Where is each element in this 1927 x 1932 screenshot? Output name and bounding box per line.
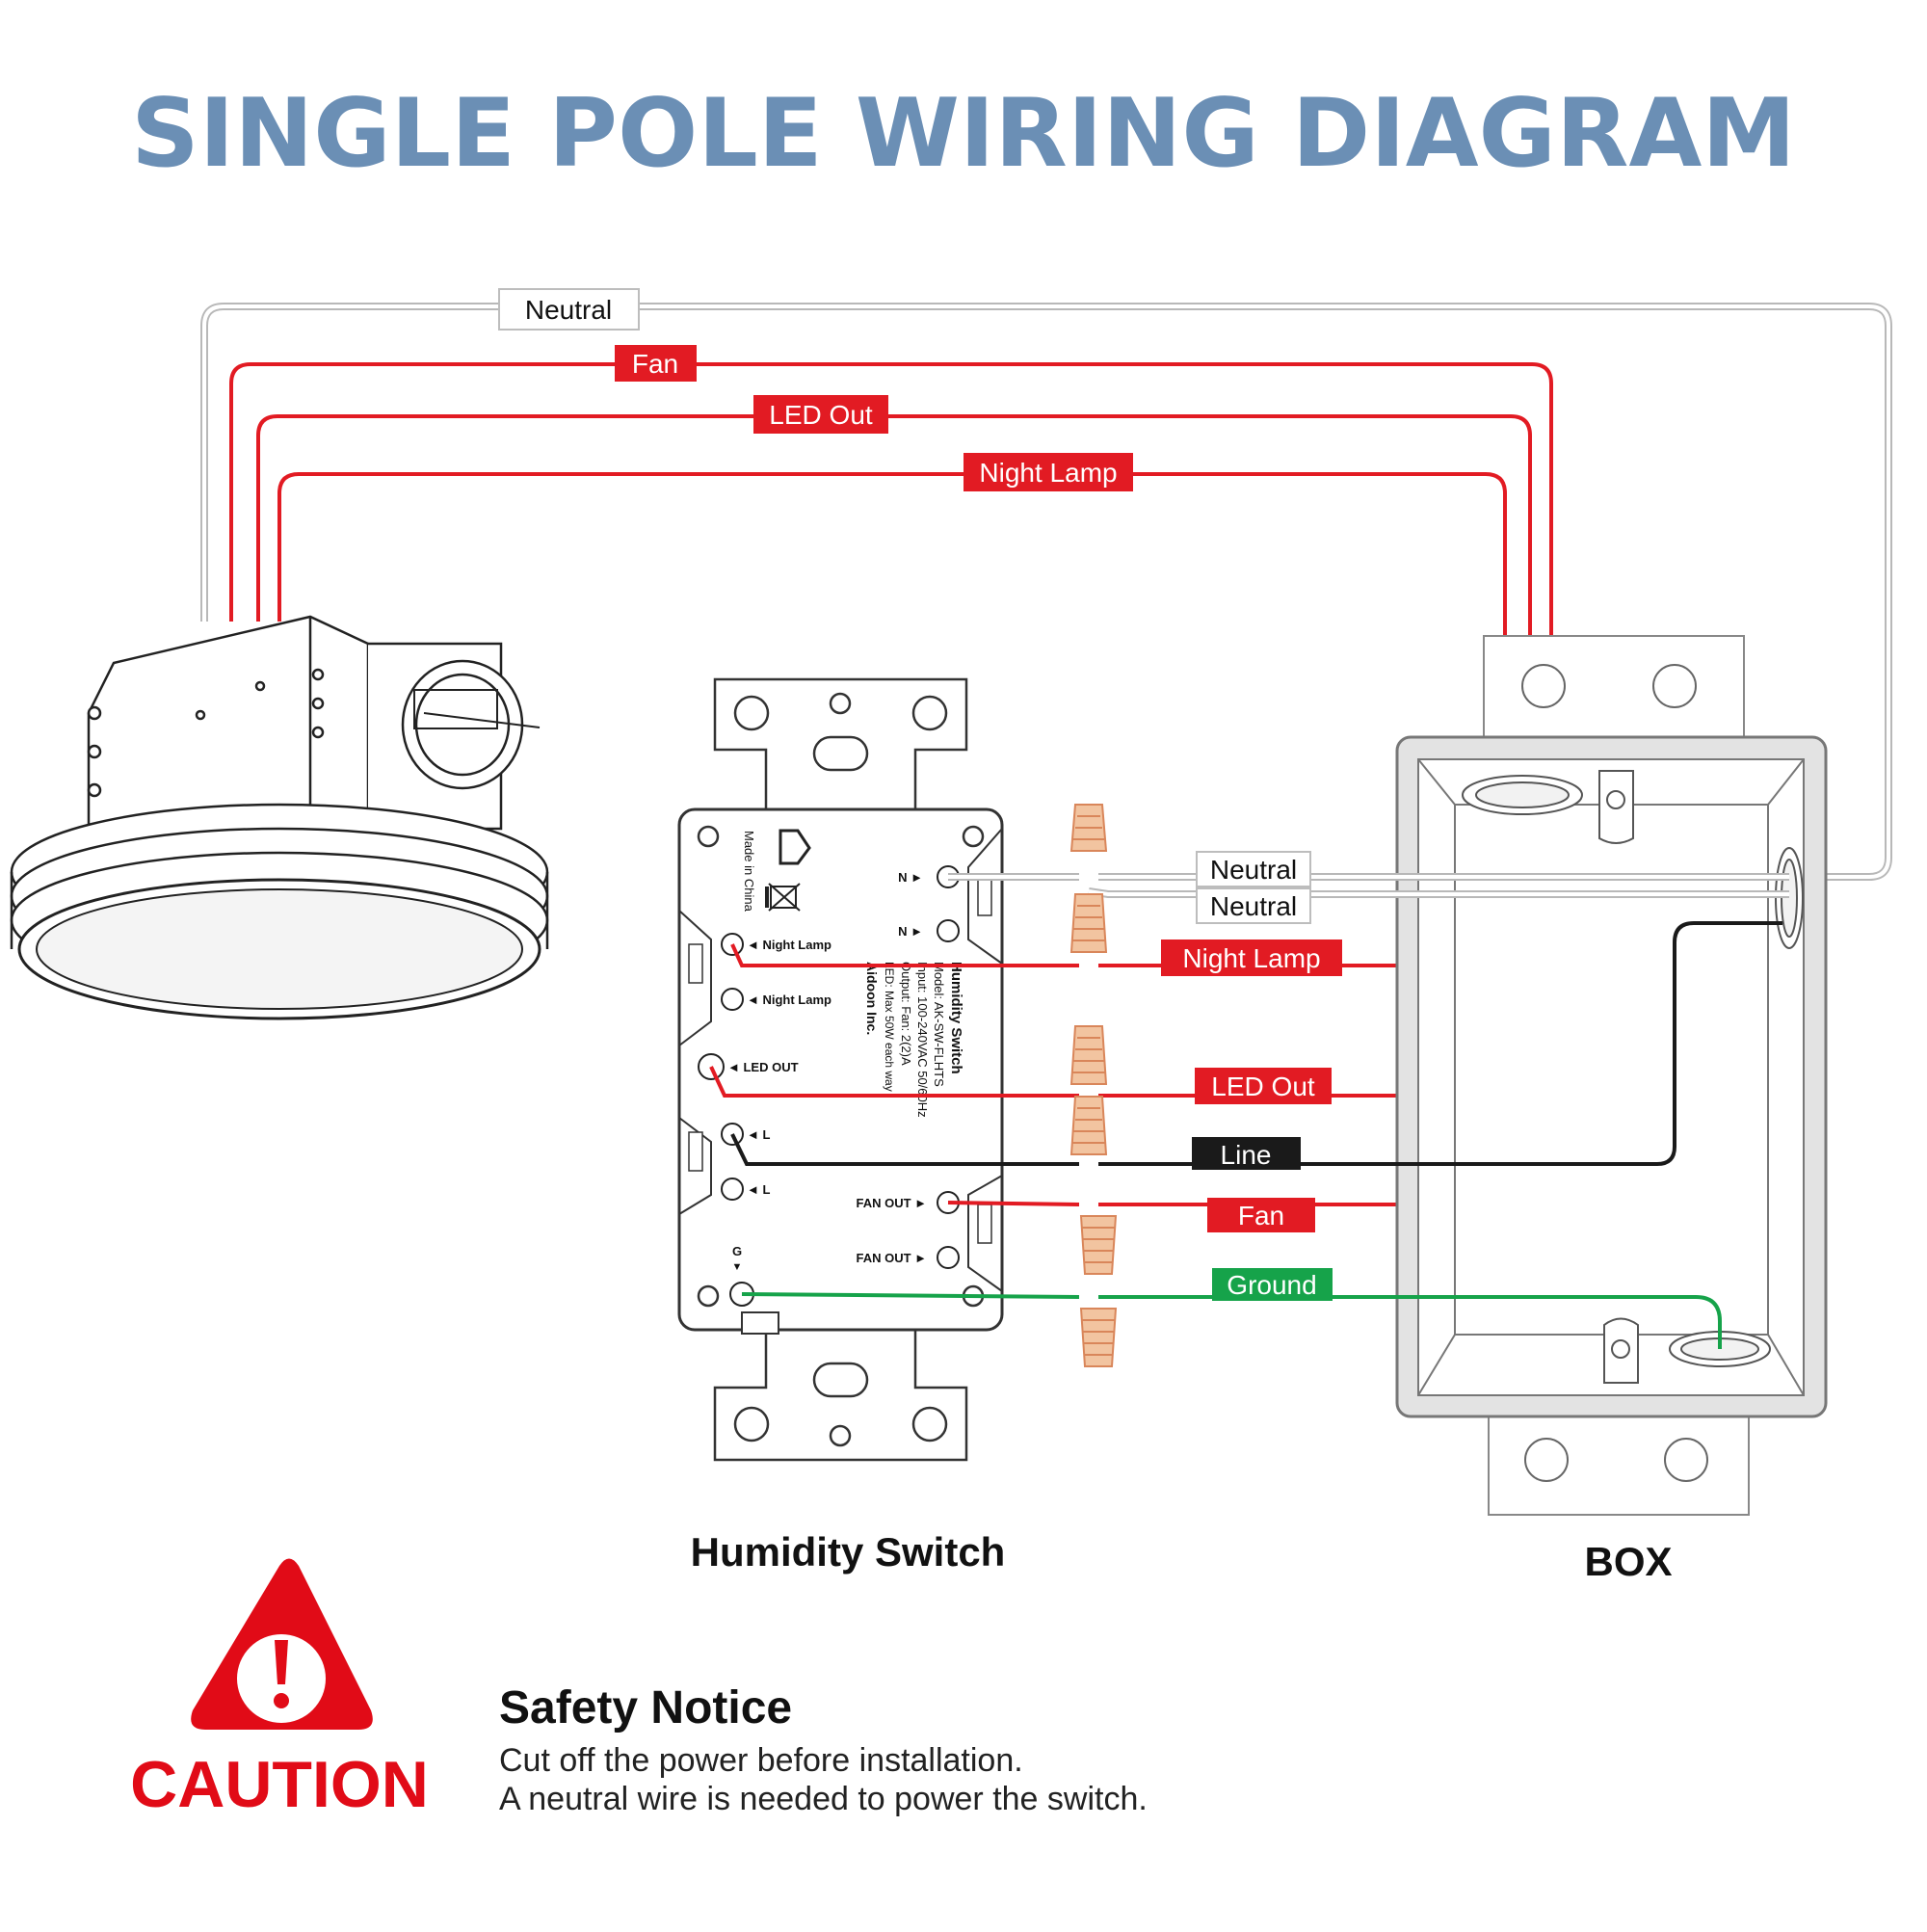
- svg-text:Night Lamp: Night Lamp: [979, 458, 1117, 488]
- spec-line-3: Output: Fan: 2(2)A: [899, 962, 913, 1066]
- label-led-out-box: LED Out: [1195, 1068, 1332, 1104]
- fan-wire-switch: [947, 1201, 1118, 1206]
- wire-nut-icon-night-lamp: [1069, 893, 1108, 953]
- ground-wire: [741, 1292, 1722, 1349]
- warning-triangle-icon: [191, 1558, 373, 1730]
- safety-notice-title: Safety Notice: [499, 1682, 792, 1734]
- svg-text:Neutral: Neutral: [1210, 891, 1297, 921]
- terminal-fan-out-1: FAN OUT ►: [856, 1196, 927, 1210]
- svg-text:Neutral: Neutral: [525, 295, 612, 325]
- label-neutral-box-1: Neutral: [1196, 851, 1311, 887]
- spec-line-0: Humidity Switch: [948, 962, 964, 1074]
- wire-nut-icon-led-out: [1069, 1025, 1108, 1085]
- humidity-switch-illustration: Made in China Humidity Switch Model: AK-…: [677, 677, 1004, 1462]
- house-icon: [779, 829, 811, 865]
- terminal-l-2: ◄ L: [747, 1182, 770, 1197]
- line-wire: [730, 921, 1782, 1166]
- exhaust-fan-illustration: [10, 615, 549, 1020]
- humidity-switch-caption: Humidity Switch: [691, 1529, 1006, 1575]
- terminal-fan-out-2: FAN OUT ►: [856, 1251, 927, 1265]
- svg-text:LED Out: LED Out: [1211, 1072, 1315, 1101]
- terminal-night-lamp-1: ◄ Night Lamp: [747, 938, 832, 952]
- neutral-wire-top: [200, 303, 1892, 881]
- svg-text:Neutral: Neutral: [1210, 855, 1297, 885]
- label-ground-box: Ground: [1212, 1268, 1333, 1301]
- safety-notice-line-2: A neutral wire is needed to power the sw…: [499, 1781, 1148, 1817]
- night-lamp-wire-switch: [730, 943, 1118, 967]
- svg-text:Fan: Fan: [632, 349, 678, 379]
- wire-nut-icon-ground: [1079, 1308, 1118, 1367]
- safety-notice-line-1: Cut off the power before installation.: [499, 1742, 1023, 1779]
- wire-nut-icon-fan: [1079, 1215, 1118, 1275]
- label-line-box: Line: [1192, 1137, 1301, 1170]
- spec-line-5: Aidoon Inc.: [864, 962, 880, 1035]
- svg-text:Line: Line: [1221, 1140, 1272, 1170]
- electrical-box: [1395, 635, 1828, 1516]
- wire-nuts: [1069, 804, 1118, 1367]
- terminal-night-lamp-2: ◄ Night Lamp: [747, 992, 832, 1007]
- label-led-out-top: LED Out: [753, 395, 888, 434]
- wire-nut-icon-line: [1069, 1096, 1108, 1155]
- terminal-ground: G: [732, 1244, 742, 1258]
- label-fan-box: Fan: [1207, 1198, 1315, 1232]
- made-in-china-label: Made in China: [742, 831, 756, 913]
- label-neutral-box-2: Neutral: [1196, 887, 1311, 924]
- terminal-n-2: N ►: [898, 924, 923, 939]
- label-neutral-top: Neutral: [498, 288, 640, 331]
- spec-line-4: LED: Max 50W each way: [883, 962, 896, 1092]
- spec-line-1: Model: AK-SW-FLHTS: [932, 962, 946, 1087]
- switch-spec-block: Humidity Switch Model: AK-SW-FLHTS Input…: [864, 962, 964, 1118]
- caution-label: CAUTION: [130, 1748, 429, 1821]
- terminal-led-out: ◄ LED OUT: [727, 1060, 799, 1074]
- terminal-l-1: ◄ L: [747, 1127, 770, 1142]
- spec-line-2: Input: 100-240VAC 50/60Hz: [915, 962, 930, 1118]
- label-fan-top: Fan: [615, 345, 697, 382]
- svg-text:Night Lamp: Night Lamp: [1182, 943, 1320, 973]
- wire-nut-icon-neutral: [1069, 804, 1108, 852]
- svg-text:Fan: Fan: [1238, 1201, 1284, 1231]
- label-night-lamp-box: Night Lamp: [1161, 940, 1342, 976]
- svg-text:LED Out: LED Out: [769, 400, 873, 430]
- terminal-n-1: N ►: [898, 870, 923, 885]
- ground-arrow-icon: ▼: [732, 1261, 743, 1273]
- label-night-lamp-top: Night Lamp: [964, 453, 1133, 491]
- box-caption: BOX: [1584, 1539, 1672, 1584]
- svg-text:Ground: Ground: [1227, 1270, 1316, 1300]
- page-title: SINGLE POLE WIRING DIAGRAM: [131, 79, 1796, 189]
- weee-bin-icon: [765, 883, 801, 912]
